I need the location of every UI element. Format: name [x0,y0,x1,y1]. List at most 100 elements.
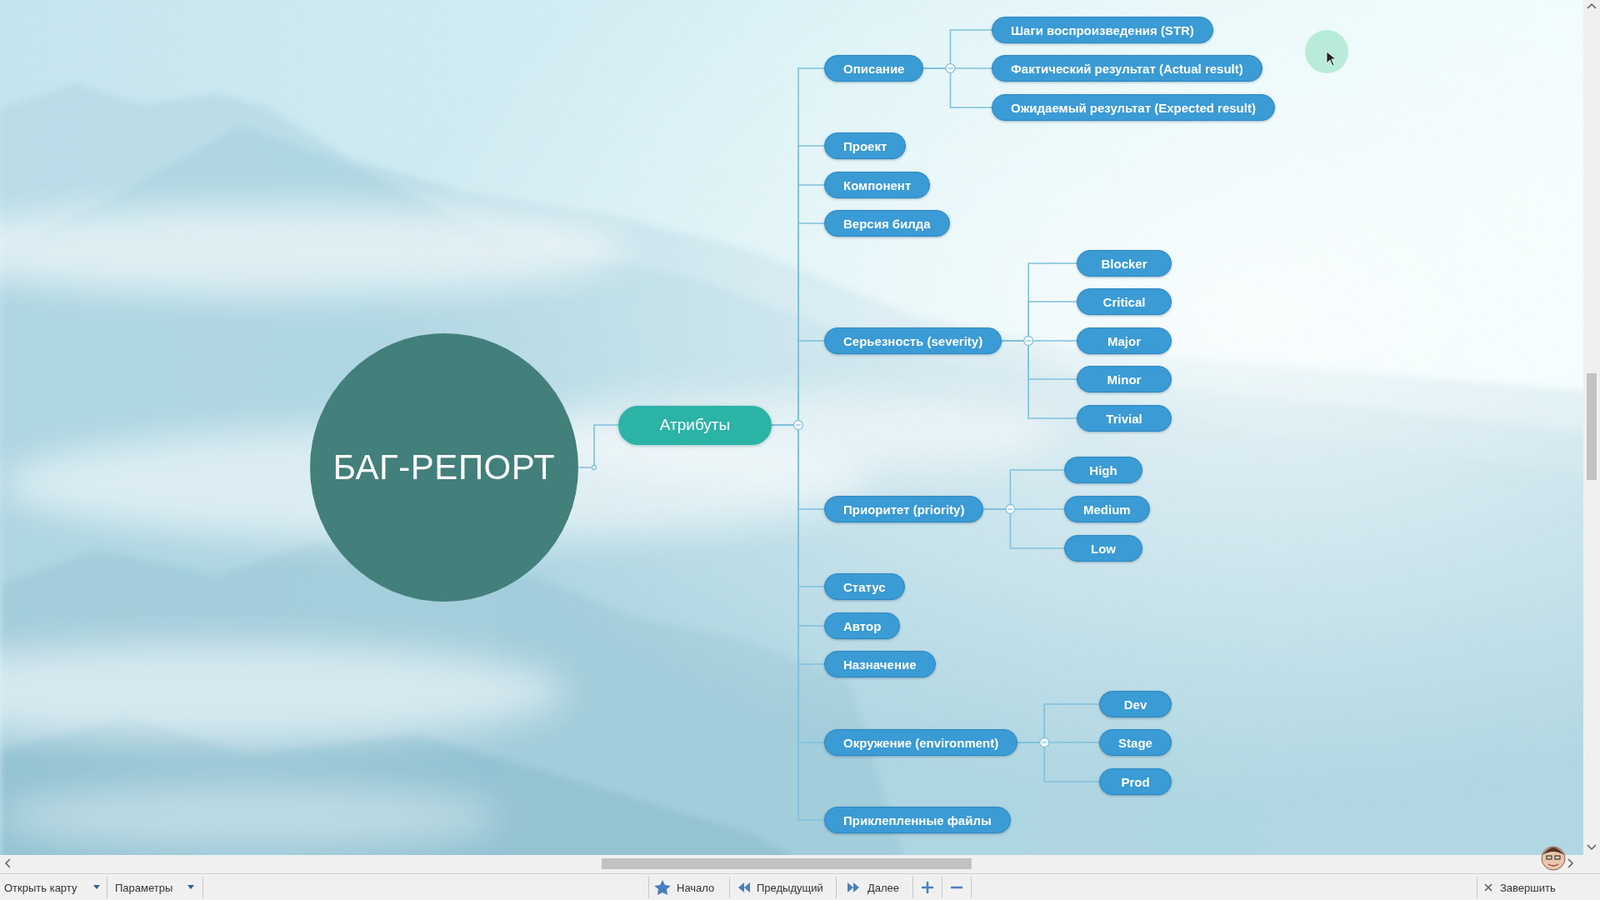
circle-shape [310,333,579,602]
branch-line [1017,742,1100,782]
topic-box: Автор [824,612,900,640]
branch-line [923,30,992,69]
dropdown-arrow [93,885,100,890]
branch-line [1001,340,1077,380]
node-text: Компонент [843,178,911,193]
topic-box: Компонент [824,171,930,199]
subtopic-box: Dev [1099,690,1172,718]
node-text: Статус [843,580,886,595]
subtopic-box: Фактический результат (Actual result) [991,55,1263,82]
node-text: Minor [1107,372,1142,387]
toolbar-label: Открыть карту [4,881,77,895]
collapse-toggle [1024,336,1034,346]
scroll-thumb [1586,373,1597,480]
node-text: Critical [1103,295,1146,310]
collapse-toggle [945,64,955,74]
topic-box: Приклепленные файлы [824,806,1011,834]
toolbar [0,873,1600,900]
branch-line [579,425,619,468]
node-text: Low [1090,541,1116,556]
node-text: Stage [1118,735,1153,750]
branch-line [1017,704,1100,743]
branch-node: Атрибуты [618,405,772,445]
node-text: Medium [1083,502,1131,517]
topic-box: Статус [824,573,905,600]
close-icon [1485,884,1492,891]
vertical-scrollbar [1583,0,1600,855]
branch-line [771,145,825,425]
toolbar-label: Завершить [1500,881,1556,895]
node-text: Blocker [1100,256,1147,271]
node-text: Назначение [843,657,917,672]
branch-line [771,425,825,820]
topic-box: Проект [824,132,906,160]
toolbar-label: Предыдущий [756,881,824,895]
horizontal-scrollbar [0,855,1600,874]
node-text: Описание [843,61,905,76]
node-text: Ожидаемый результат (Expected result) [1010,100,1256,115]
zoom-in-icon [921,881,934,894]
collapse-toggle [1040,738,1050,748]
dropdown-arrow [187,885,195,890]
subtopic-box: Minor [1076,365,1172,393]
node-text: Версия билда [843,216,931,231]
topic-box: Описание [824,55,924,82]
branch-line [1001,263,1077,341]
subtopic-box: Blocker [1076,250,1172,277]
node-text: Prod [1120,775,1150,790]
collapse-toggle [1005,505,1015,515]
subtopic-box: Prod [1099,768,1172,795]
scroll-thumb [601,858,972,870]
toolbar-label: Параметры [115,881,173,895]
node-text: Dev [1124,697,1148,712]
toolbar-button: Параметры [115,880,173,895]
branch-line [771,340,825,425]
topic-box: Приоритет (priority) [824,495,984,523]
node-text: Проект [843,139,887,154]
subtopic-box: Medium [1064,495,1150,523]
toolbar-label: Начало [676,881,715,895]
topic-box: Окружение (environment) [824,729,1018,756]
branch-line [1001,301,1077,341]
node-text: Приоритет (priority) [843,502,965,517]
node-text: High [1089,463,1117,478]
node-text: Серьезность (severity) [843,334,983,349]
branch-line [983,509,1065,549]
branch-line [771,185,825,425]
branch-line [923,68,992,108]
node-text: Шаги воспроизведения (STR) [1010,23,1195,38]
subtopic-box: Trivial [1076,405,1172,432]
node-text: Major [1107,334,1141,349]
collapse-toggle [592,465,597,470]
collapse-toggle [794,420,804,430]
topic-box: Назначение [824,650,936,678]
topic-box: Серьезность (severity) [824,327,1002,355]
node-text: Приклепленные файлы [843,813,992,828]
avatar-icon [1541,846,1565,870]
toolbar-button: Далее [867,880,900,895]
node-text: Окружение (environment) [843,735,999,750]
subtopic-box: Critical [1076,288,1172,315]
zoom-out-icon [950,886,963,890]
toolbar-button: Предыдущий [756,880,824,895]
node-text: Trivial [1105,411,1142,426]
subtopic-box: Stage [1099,729,1172,756]
toolbar-label: Далее [867,881,900,895]
node-text: Атрибуты [660,415,730,435]
previous-icon [738,882,750,893]
node-text: Фактический результат (Actual result) [1010,61,1244,76]
subtopic-box: High [1064,456,1143,484]
topic-box: Версия билда [824,210,950,237]
branch-line [1001,340,1077,419]
toolbar-button: Завершить [1500,880,1556,895]
subtopic-box: Шаги воспроизведения (STR) [991,16,1214,44]
star-icon [654,880,671,895]
toolbar-button: Открыть карту [4,880,77,895]
branch-line [771,68,825,425]
root-circle: БАГ-РЕПОРТ [309,332,580,603]
subtopic-box: Major [1076,327,1172,355]
node-text: БАГ-РЕПОРТ [332,447,555,488]
